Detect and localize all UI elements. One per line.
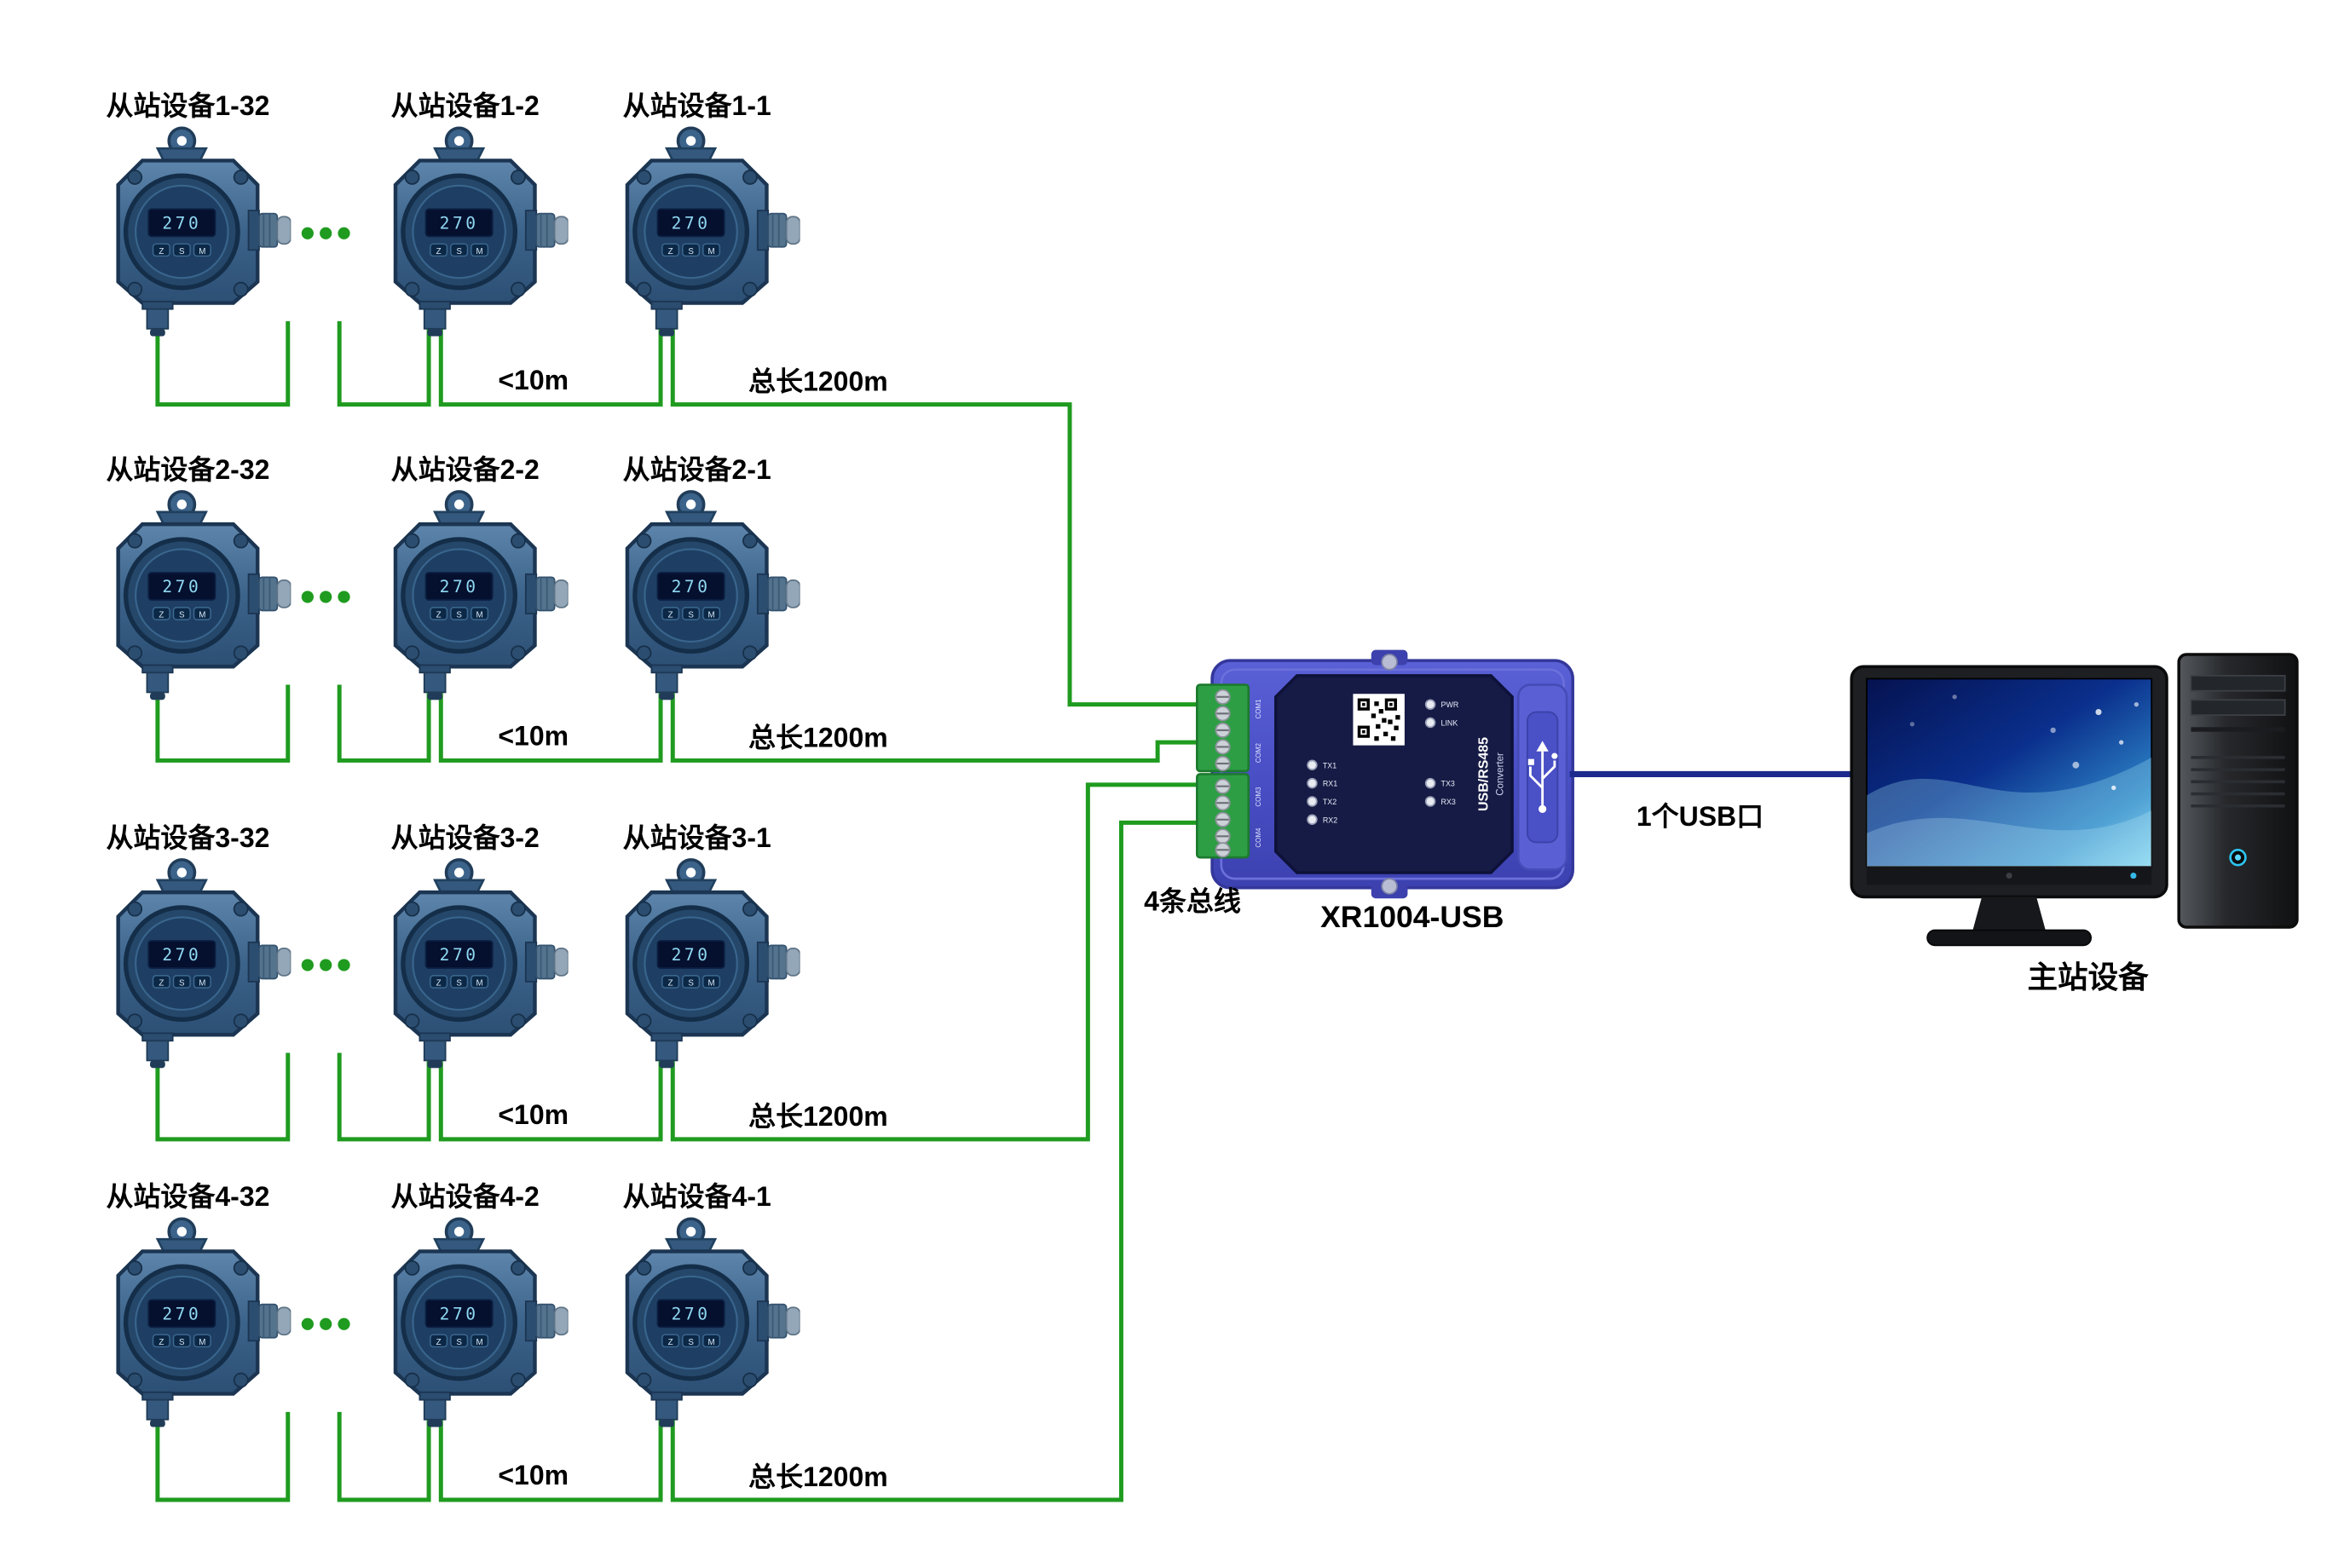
distance-label: <10m [498,1460,569,1490]
slave-device-label: 从站设备2-2 [391,454,540,485]
distance-label: <10m [498,365,569,395]
led-label: TX3 [1441,780,1455,788]
wire-row4-seg2 [337,1411,431,1502]
drive-bay [2190,699,2286,716]
distance-label: <10m [498,721,569,752]
slave-device [395,128,569,336]
row-3: 从站设备3-32 从站设备3-2 从站设备3-1 <10m 总长1200m [106,822,887,1132]
slave-device [118,128,292,336]
panel-subtitle: Converter [1495,752,1505,796]
row-4: 从站设备4-32 从站设备4-2 从站设备4-1 <10m 总长1200m [106,1181,887,1492]
terminal-block [1195,683,1250,859]
wire-row2-bus [670,690,1202,763]
led-label: TX1 [1323,761,1337,770]
slave-device-label: 从站设备4-2 [391,1181,540,1212]
wire-row1-seg1 [155,320,291,407]
usb-icon [1528,751,1556,806]
slave-device [627,128,800,336]
ellipsis-dots [301,227,350,239]
bus-count-label: 4条总线 [1144,885,1241,916]
master-station: 主站设备 [1850,653,2299,994]
drive-slot [2191,727,2285,732]
tower [2177,653,2299,929]
monitor-stand [1972,896,2046,931]
slave-device-label: 从站设备4-32 [106,1181,269,1212]
distance-label: <10m [498,1099,569,1130]
ellipsis-dots [301,1317,350,1330]
bottom-mount-screw [1381,878,1398,895]
wire-row1-bus [670,327,1202,707]
monitor-screen [1866,677,2153,868]
slave-device [395,860,569,1068]
monitor-logo [2006,873,2012,879]
monitor-power-led [2130,873,2137,879]
led-label: PWR [1441,700,1459,709]
led-label: LINK [1441,719,1458,728]
usb-port-label: 1个USB口 [1637,801,1764,832]
monitor [1850,665,2168,947]
bus-length-label: 总长1200m [748,1101,888,1132]
wire-row4-seg1 [155,1411,291,1502]
slave-device-label: 从站设备3-2 [391,822,540,853]
slave-device [118,1219,292,1427]
wire-row2-seg2 [337,684,431,763]
ellipsis-dots [301,591,350,603]
wire-row4-bus [670,820,1202,1502]
wire-row1-seg3 [438,327,663,407]
drive-bay [2190,674,2286,692]
wire-row3-seg3 [438,1058,663,1142]
terminal-label: COM4 [1255,827,1262,848]
led-label: RX1 [1323,780,1337,788]
wire-row4-seg3 [438,1418,663,1502]
led-label: RX3 [1441,798,1456,806]
slave-device [627,1219,800,1427]
wire-row3-seg2 [337,1052,431,1142]
slave-device-label: 从站设备2-1 [623,454,771,485]
terminal-label: COM3 [1255,787,1262,807]
panel-title: USB/RS485 [1477,737,1492,811]
slave-device-label: 从站设备3-32 [106,822,269,853]
wire-row3-seg1 [155,1052,291,1142]
status-leds: TX1 RX1 TX2 RX2 PWR LINK TX3 RX3 [1307,699,1459,825]
bus-wires [155,320,1202,1502]
converter-panel [1273,674,1514,874]
slave-device-label: 从站设备3-1 [623,822,771,853]
wallpaper-sparkles [1909,695,2139,791]
master-station-label: 主站设备 [2027,960,2149,994]
led-label: RX2 [1323,816,1337,824]
slave-device-label: 从站设备1-2 [391,90,540,121]
slave-device [395,1219,569,1427]
row-2: 从站设备2-32 从站设备2-2 从站设备2-1 <10m 总长1200m [106,454,887,753]
terminal-label: COM2 [1255,742,1262,763]
tower-power-led [2235,854,2242,861]
qr-code [1353,694,1405,746]
bus-length-label: 总长1200m [748,366,888,397]
bus-length-label: 总长1200m [748,1461,888,1492]
terminal-label: COM1 [1255,699,1262,719]
vent-grid [2191,756,2285,808]
wire-row3-bus [670,782,1202,1142]
slave-device-label: 从站设备4-1 [623,1181,771,1212]
slave-device [627,492,800,700]
converter-model-label: XR1004-USB [1320,900,1504,934]
top-mount-screw [1381,654,1398,671]
slave-device [395,492,569,700]
slave-device-label: 从站设备1-32 [106,90,269,121]
wire-row1-seg2 [337,320,431,407]
slave-device-label: 从站设备1-1 [623,90,771,121]
converter: COM1 COM2 COM3 COM4 TX1 RX1 TX2 RX2 PWR [1144,649,1574,934]
slave-device [627,860,800,1068]
bus-length-label: 总长1200m [748,722,888,752]
row-1: 从站设备1-32 从站设备1-2 从站设备1-1 <10m 总长1200m [106,90,887,397]
ellipsis-dots [301,959,350,971]
slave-device [118,492,292,700]
slave-device [118,860,292,1068]
wire-row2-seg1 [155,684,291,763]
usb-port [1516,683,1568,871]
led-label: TX2 [1323,798,1337,806]
monitor-base [1926,929,2093,947]
wire-row2-seg3 [438,690,663,763]
slave-device-label: 从站设备2-32 [106,454,269,485]
